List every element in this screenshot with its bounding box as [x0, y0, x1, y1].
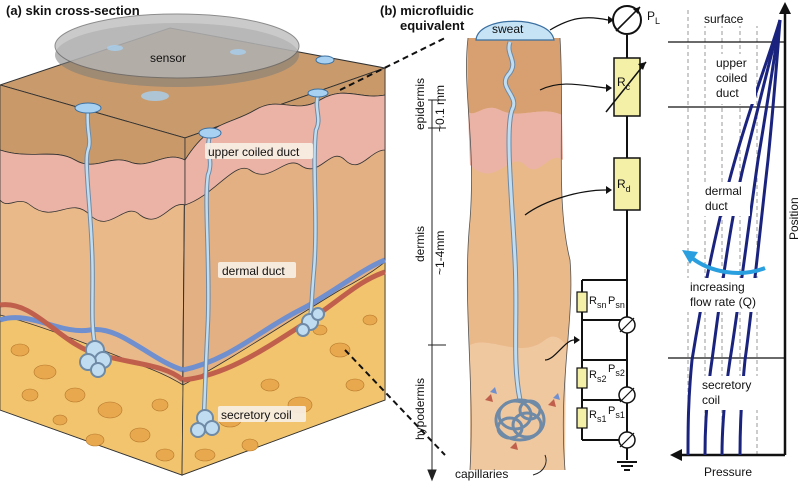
- rc-label: Rc: [617, 75, 631, 92]
- column-hypodermis: [470, 336, 566, 470]
- panel-b: (b) microfluidic equivalent sw: [380, 3, 660, 482]
- rd-resistor: [613, 157, 641, 211]
- sensor-label: sensor: [150, 51, 186, 65]
- sweat-ducts-inner: [85, 94, 320, 416]
- dermis-pink-front: [0, 149, 186, 222]
- column-coil: [494, 398, 546, 442]
- upper-coiled-duct-label: upper coiled duct: [208, 145, 300, 159]
- sweat-pores: [74, 55, 335, 139]
- psn-gauge-needle: [619, 317, 635, 333]
- flow-rate-tag: [686, 278, 778, 312]
- ps1-gauge-needle: [619, 432, 635, 448]
- upper-duct-tag: [712, 54, 756, 104]
- flow-label-1: increasing: [690, 280, 745, 294]
- psn-label: Psn: [608, 295, 625, 310]
- upper-label-3: duct: [716, 86, 739, 100]
- sweat-droplet: [475, 20, 555, 41]
- panel-b-title-line1: (b) microfluidic: [380, 3, 474, 18]
- rs1-label: Rs1: [589, 409, 606, 424]
- x-axis-arrow: [670, 449, 682, 461]
- dermal-duct-tag-c: [702, 182, 750, 216]
- column-left-edge: [466, 37, 472, 471]
- column-dermis-pink: [468, 107, 563, 174]
- epidermis-depth-label: ~0.1 mm: [433, 85, 447, 132]
- dermal-label-1: dermal: [705, 184, 742, 198]
- upper-label-2: coiled: [716, 71, 747, 85]
- y-axis-label: Position: [787, 197, 800, 240]
- rd-label: Rd: [617, 177, 631, 194]
- rc-resistor: [613, 57, 641, 117]
- circuit-pointers: [524, 17, 609, 361]
- panel-a: (a) skin cross-section: [0, 3, 446, 476]
- ps2-label: Ps2: [608, 363, 625, 378]
- panel-b-title-line2: equivalent: [400, 18, 465, 33]
- ps1-label: Ps1: [608, 405, 625, 420]
- epidermis-label: epidermis: [413, 78, 427, 130]
- dermal-label-2: duct: [705, 199, 728, 213]
- layer-scale: [427, 99, 446, 482]
- secretory-coils: [79, 307, 325, 438]
- rs2-resistor: [576, 367, 588, 389]
- dermal-duct-tag: [218, 262, 296, 278]
- pl-label: PL: [647, 9, 660, 26]
- pl-gauge: [612, 5, 642, 35]
- dermis-label: dermis: [413, 226, 427, 262]
- secretory-tag-c: [698, 376, 760, 410]
- rsn-resistor: [576, 291, 588, 313]
- ps2-gauge-needle: [619, 387, 635, 403]
- rsn-label: Rsn: [589, 295, 606, 310]
- y-axis-arrow: [779, 2, 791, 14]
- flow-label-2: flow rate (Q): [690, 295, 756, 309]
- hypodermis-label: hypodermis: [413, 378, 427, 440]
- secretory-coil-label: secretory coil: [221, 408, 292, 422]
- flow-arrow: [690, 256, 766, 275]
- secretory-coil-tag: [218, 406, 306, 422]
- dermis-depth-label: ~1-4mm: [433, 231, 447, 275]
- panel-c: surface upper coiled duct dermal duct in…: [668, 2, 800, 479]
- column-right-edge: [559, 37, 572, 471]
- column-duct-inner: [504, 41, 522, 401]
- x-axis-label: Pressure: [704, 465, 752, 479]
- capillaries-pointer: [532, 454, 547, 476]
- surface-label: surface: [704, 12, 744, 26]
- circuit-pointer-heads: [574, 16, 614, 344]
- dermal-duct-label: dermal duct: [222, 264, 285, 278]
- zoom-line-bottom: [344, 349, 446, 456]
- flow-arrow-head: [682, 250, 698, 264]
- rc-arrow-head: [638, 62, 646, 70]
- secretory-label-1: secretory: [702, 378, 751, 392]
- sweat-label: sweat: [492, 22, 524, 36]
- secretory-label-2: coil: [702, 393, 720, 407]
- sensor-disc: [54, 13, 300, 101]
- rs2-label: Rs2: [589, 369, 606, 384]
- surface-tag: [700, 10, 758, 26]
- upper-coiled-duct-tag: [205, 143, 313, 159]
- capillaries-label: capillaries: [455, 467, 508, 481]
- upper-label-1: upper: [716, 56, 747, 70]
- vein-front: [0, 315, 184, 373]
- rc-variable-arrow: [605, 61, 647, 113]
- rs1-resistor: [576, 407, 588, 429]
- panel-a-title: (a) skin cross-section: [6, 3, 140, 18]
- capillary-marks: [485, 387, 560, 450]
- column-epidermis: [468, 38, 562, 115]
- vein-side: [182, 257, 386, 373]
